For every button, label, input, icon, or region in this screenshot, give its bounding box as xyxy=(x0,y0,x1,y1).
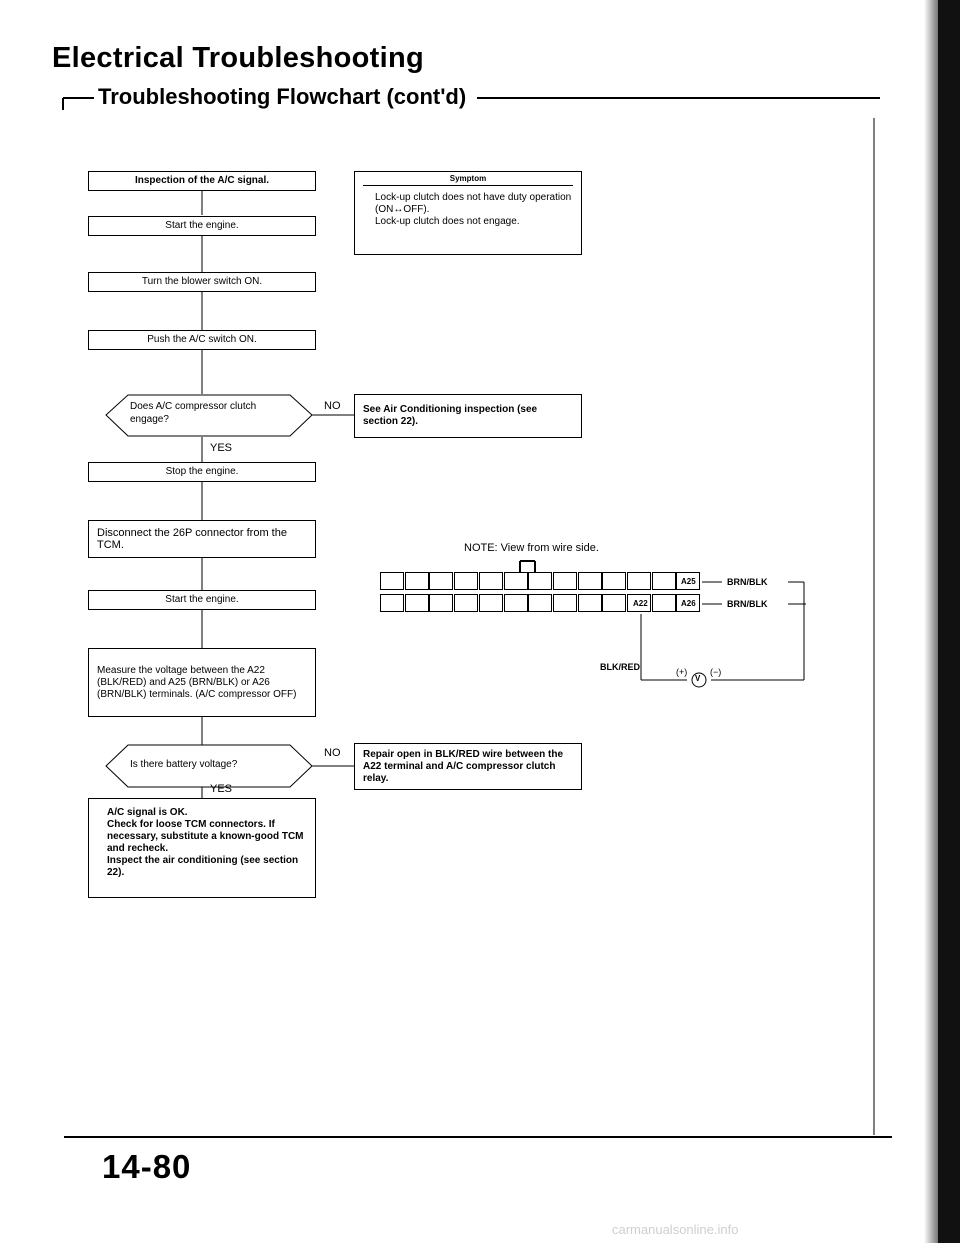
connector-cavity xyxy=(552,594,577,612)
connector-cavity xyxy=(429,572,454,590)
flow-question-compressor: Does A/C compressor clutch engage? xyxy=(130,401,257,425)
wire-a26-label: BRN/BLK xyxy=(727,599,768,609)
flow-step-blower: Turn the blower switch ON. xyxy=(88,272,316,292)
connector-cavity xyxy=(380,594,404,612)
terminal-a25: A25 xyxy=(681,577,696,586)
watermark: carmanualsonline.info xyxy=(612,1222,739,1237)
connector-cavity xyxy=(380,572,404,590)
flow-start-box: Inspection of the A/C signal. xyxy=(88,171,316,191)
flow-yes-label-1: YES xyxy=(210,442,233,454)
connector-cavity xyxy=(602,572,627,590)
flow-result-ok-box: A/C signal is OK. Check for loose TCM co… xyxy=(88,798,316,898)
page-title: Electrical Troubleshooting xyxy=(52,42,424,74)
flow-question-battery: Is there battery voltage? xyxy=(130,759,238,770)
ok-item: Inspect the air conditioning (see sectio… xyxy=(107,855,299,878)
connector-cavity xyxy=(454,572,479,590)
symptom-box: Symptom Lock-up clutch does not have dut… xyxy=(354,171,582,255)
connector-cavity xyxy=(552,572,577,590)
page-edge-bar xyxy=(938,0,960,1243)
flow-step-disconnect: Disconnect the 26P connector from the TC… xyxy=(88,520,316,558)
voltmeter-icon: V xyxy=(695,674,701,683)
flow-step-stop-engine: Stop the engine. xyxy=(88,462,316,482)
connector-cavity xyxy=(503,572,528,590)
flow-step-measure-voltage: Measure the voltage between the A22 (BLK… xyxy=(88,648,316,717)
connector-cavity xyxy=(528,572,553,590)
page-edge-bar-fade xyxy=(924,0,938,1243)
connector-cavity xyxy=(429,594,454,612)
connector-cavity xyxy=(454,594,479,612)
probe-minus-label: (−) xyxy=(710,667,722,677)
flow-no-label-2: NO xyxy=(324,747,341,759)
connector-cavity xyxy=(478,594,503,612)
connector-cavity xyxy=(503,594,528,612)
connector-cavity xyxy=(404,572,429,590)
flow-step-start-engine-2: Start the engine. xyxy=(88,590,316,610)
flow-no-label-1: NO xyxy=(324,400,341,412)
symptom-list: Lock-up clutch does not have duty operat… xyxy=(355,192,581,228)
symptom-item: Lock-up clutch does not have duty operat… xyxy=(375,192,572,215)
connector-cavity xyxy=(651,572,676,590)
symptom-heading: Symptom xyxy=(363,172,573,186)
connector-cavity xyxy=(627,594,651,612)
ok-items-list: A/C signal is OK. Check for loose TCM co… xyxy=(97,807,307,879)
connector-cavity xyxy=(577,572,602,590)
connector-note: NOTE: View from wire side. xyxy=(464,542,599,554)
wire-a22-label: BLK/RED xyxy=(600,662,640,672)
flow-step-ac-switch: Push the A/C switch ON. xyxy=(88,330,316,350)
page-number: 14-80 xyxy=(102,1148,192,1185)
probe-plus-label: (+) xyxy=(676,667,688,677)
wire-a25-label: BRN/BLK xyxy=(727,577,768,587)
connector-cavity xyxy=(676,572,701,590)
connector-cavity xyxy=(602,594,627,612)
connector-cavity xyxy=(627,572,651,590)
ok-item: A/C signal is OK. xyxy=(107,807,188,818)
page-subtitle: Troubleshooting Flowchart (cont'd) xyxy=(98,84,467,109)
connector-cavity xyxy=(404,594,429,612)
connector-26p xyxy=(380,572,702,614)
symptom-item: Lock-up clutch does not engage. xyxy=(375,216,520,227)
flow-yes-label-2: YES xyxy=(210,783,233,795)
terminal-a22: A22 xyxy=(633,599,648,608)
connector-cavity xyxy=(676,594,701,612)
connector-cavity xyxy=(478,572,503,590)
ok-item: Check for loose TCM connectors. If neces… xyxy=(107,819,304,854)
connector-cavity xyxy=(651,594,676,612)
no-action-repair-wire: Repair open in BLK/RED wire between the … xyxy=(354,743,582,790)
connector-cavity xyxy=(528,594,553,612)
no-action-ac-inspection: See Air Conditioning inspection (see sec… xyxy=(354,394,582,438)
terminal-a26: A26 xyxy=(681,599,696,608)
connector-cavity xyxy=(577,594,602,612)
flow-step-start-engine: Start the engine. xyxy=(88,216,316,236)
